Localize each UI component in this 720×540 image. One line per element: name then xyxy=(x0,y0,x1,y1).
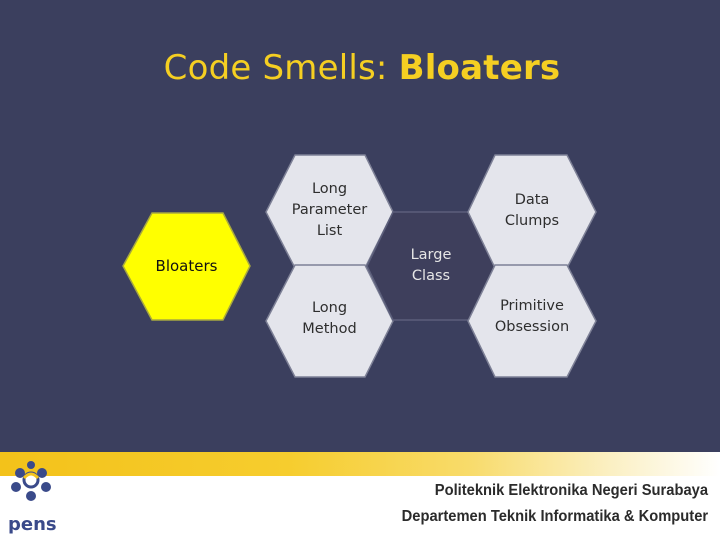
title-prefix: Code Smells: xyxy=(163,48,399,88)
hex-long-parameter-list-label: Long Parameter List xyxy=(291,181,368,239)
pens-logo-emblem xyxy=(11,461,51,501)
hex-data-clumps-label: Data Clumps xyxy=(504,192,560,229)
hex-long-method-label: Long Method xyxy=(302,300,357,337)
hex-long-method xyxy=(265,264,394,378)
title-bold: Bloaters xyxy=(398,48,561,88)
pens-logo-text: pens xyxy=(8,514,57,535)
slide-title: Code Smells: Bloaters xyxy=(0,48,720,88)
institution-name: Politeknik Elektronika Negeri Surabaya xyxy=(434,482,708,499)
hex-primitive-obsession xyxy=(467,264,597,378)
footer-accent-band xyxy=(0,452,720,476)
hex-bloaters xyxy=(122,212,251,321)
department-name: Departemen Teknik Informatika & Komputer xyxy=(401,508,708,525)
pens-logo: pens xyxy=(8,461,57,535)
hex-large-class-label: Large Class xyxy=(410,247,452,284)
hex-primitive-obsession-label: Primitive Obsession xyxy=(494,298,570,335)
hex-bloaters-label: Bloaters xyxy=(155,257,218,275)
